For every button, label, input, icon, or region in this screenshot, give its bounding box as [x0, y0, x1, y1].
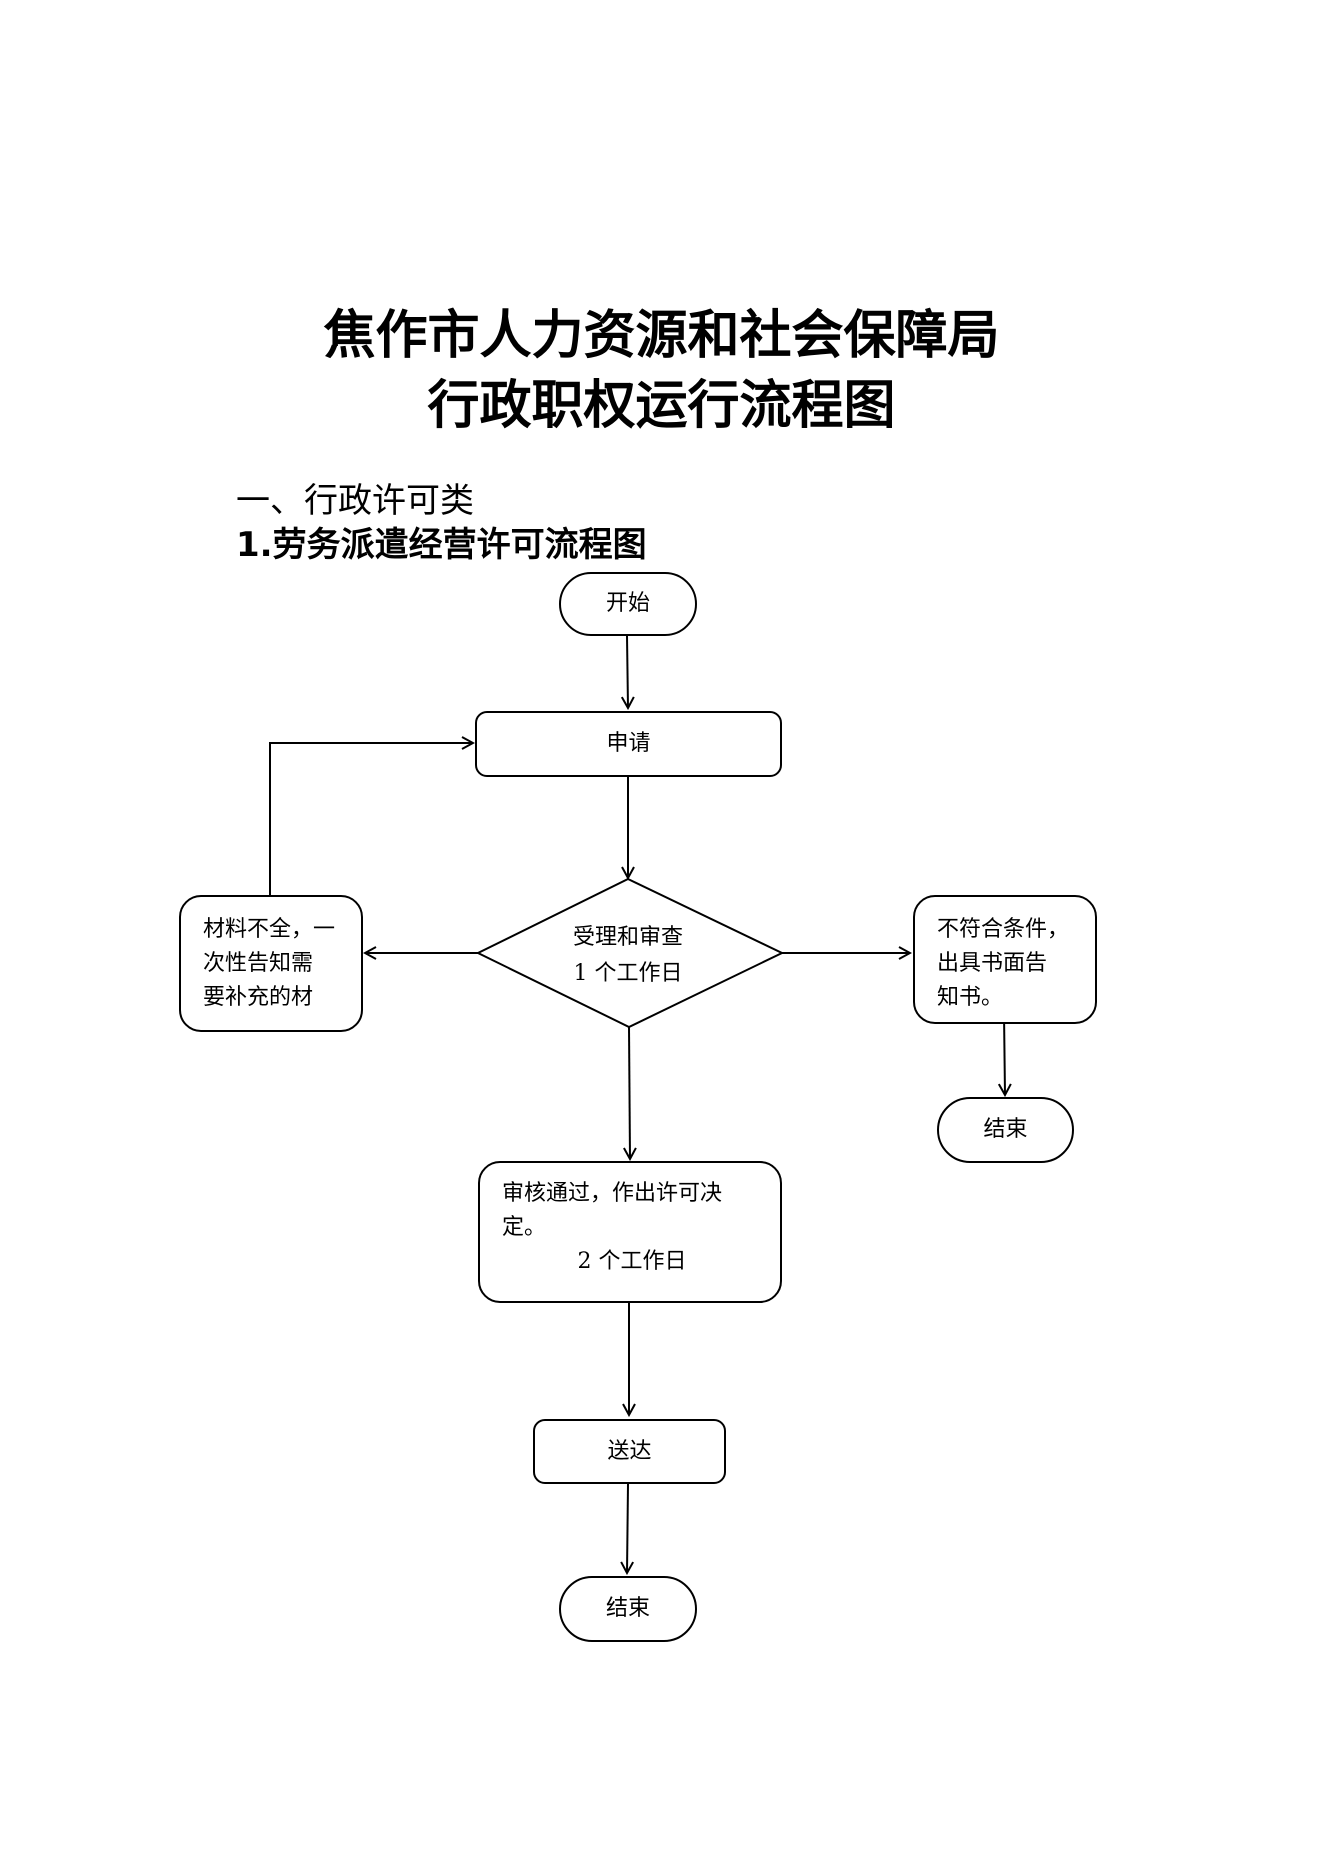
reject-notice-node: 不符合条件， 出具书面告 知书。 [913, 895, 1097, 1024]
review-decision-label: 受理和审查 1 个工作日 [528, 920, 728, 992]
approve-line2: 定。 [502, 1215, 547, 1240]
arrow-review-to-approve [629, 1026, 630, 1159]
start-node: 开始 [559, 572, 697, 636]
arrow-reject-to-end [1004, 1012, 1005, 1095]
incomplete-line1: 材料不全，一 [203, 917, 336, 942]
incomplete-line3: 要补充的材 [203, 985, 314, 1010]
approve-line1: 审核通过，作出许可决 [502, 1181, 723, 1206]
section-heading: 一、行政许可类 [236, 481, 474, 521]
arrow-deliver-to-end [627, 1483, 628, 1573]
review-decision-diamond [475, 877, 785, 1029]
reject-line3: 知书。 [937, 985, 1004, 1010]
incomplete-materials-node: 材料不全，一 次性告知需 要补充的材 [179, 895, 363, 1032]
review-label-line1: 受理和审查 [572, 925, 683, 950]
approve-line3: 2 个工作日 [577, 1249, 687, 1274]
approve-decision-node: 审核通过，作出许可决 定。 2 个工作日 [478, 1161, 782, 1303]
flowchart-heading: 1.劳务派遣经营许可流程图 [236, 525, 647, 565]
review-label-line2: 1 个工作日 [573, 961, 683, 986]
reject-line2: 出具书面告 [937, 951, 1048, 976]
incomplete-line2: 次性告知需 [203, 951, 314, 976]
arrow-incomplete-to-apply [269, 743, 473, 895]
deliver-node: 送达 [533, 1419, 726, 1484]
document-title-line2: 行政职权运行流程图 [427, 375, 896, 436]
apply-node: 申请 [475, 711, 782, 777]
end-node: 结束 [559, 1576, 697, 1642]
reject-end-node: 结束 [937, 1097, 1074, 1163]
reject-line1: 不符合条件， [937, 917, 1070, 942]
arrow-start-to-apply [627, 635, 628, 708]
document-title-line1: 焦作市人力资源和社会保障局 [323, 305, 1000, 366]
